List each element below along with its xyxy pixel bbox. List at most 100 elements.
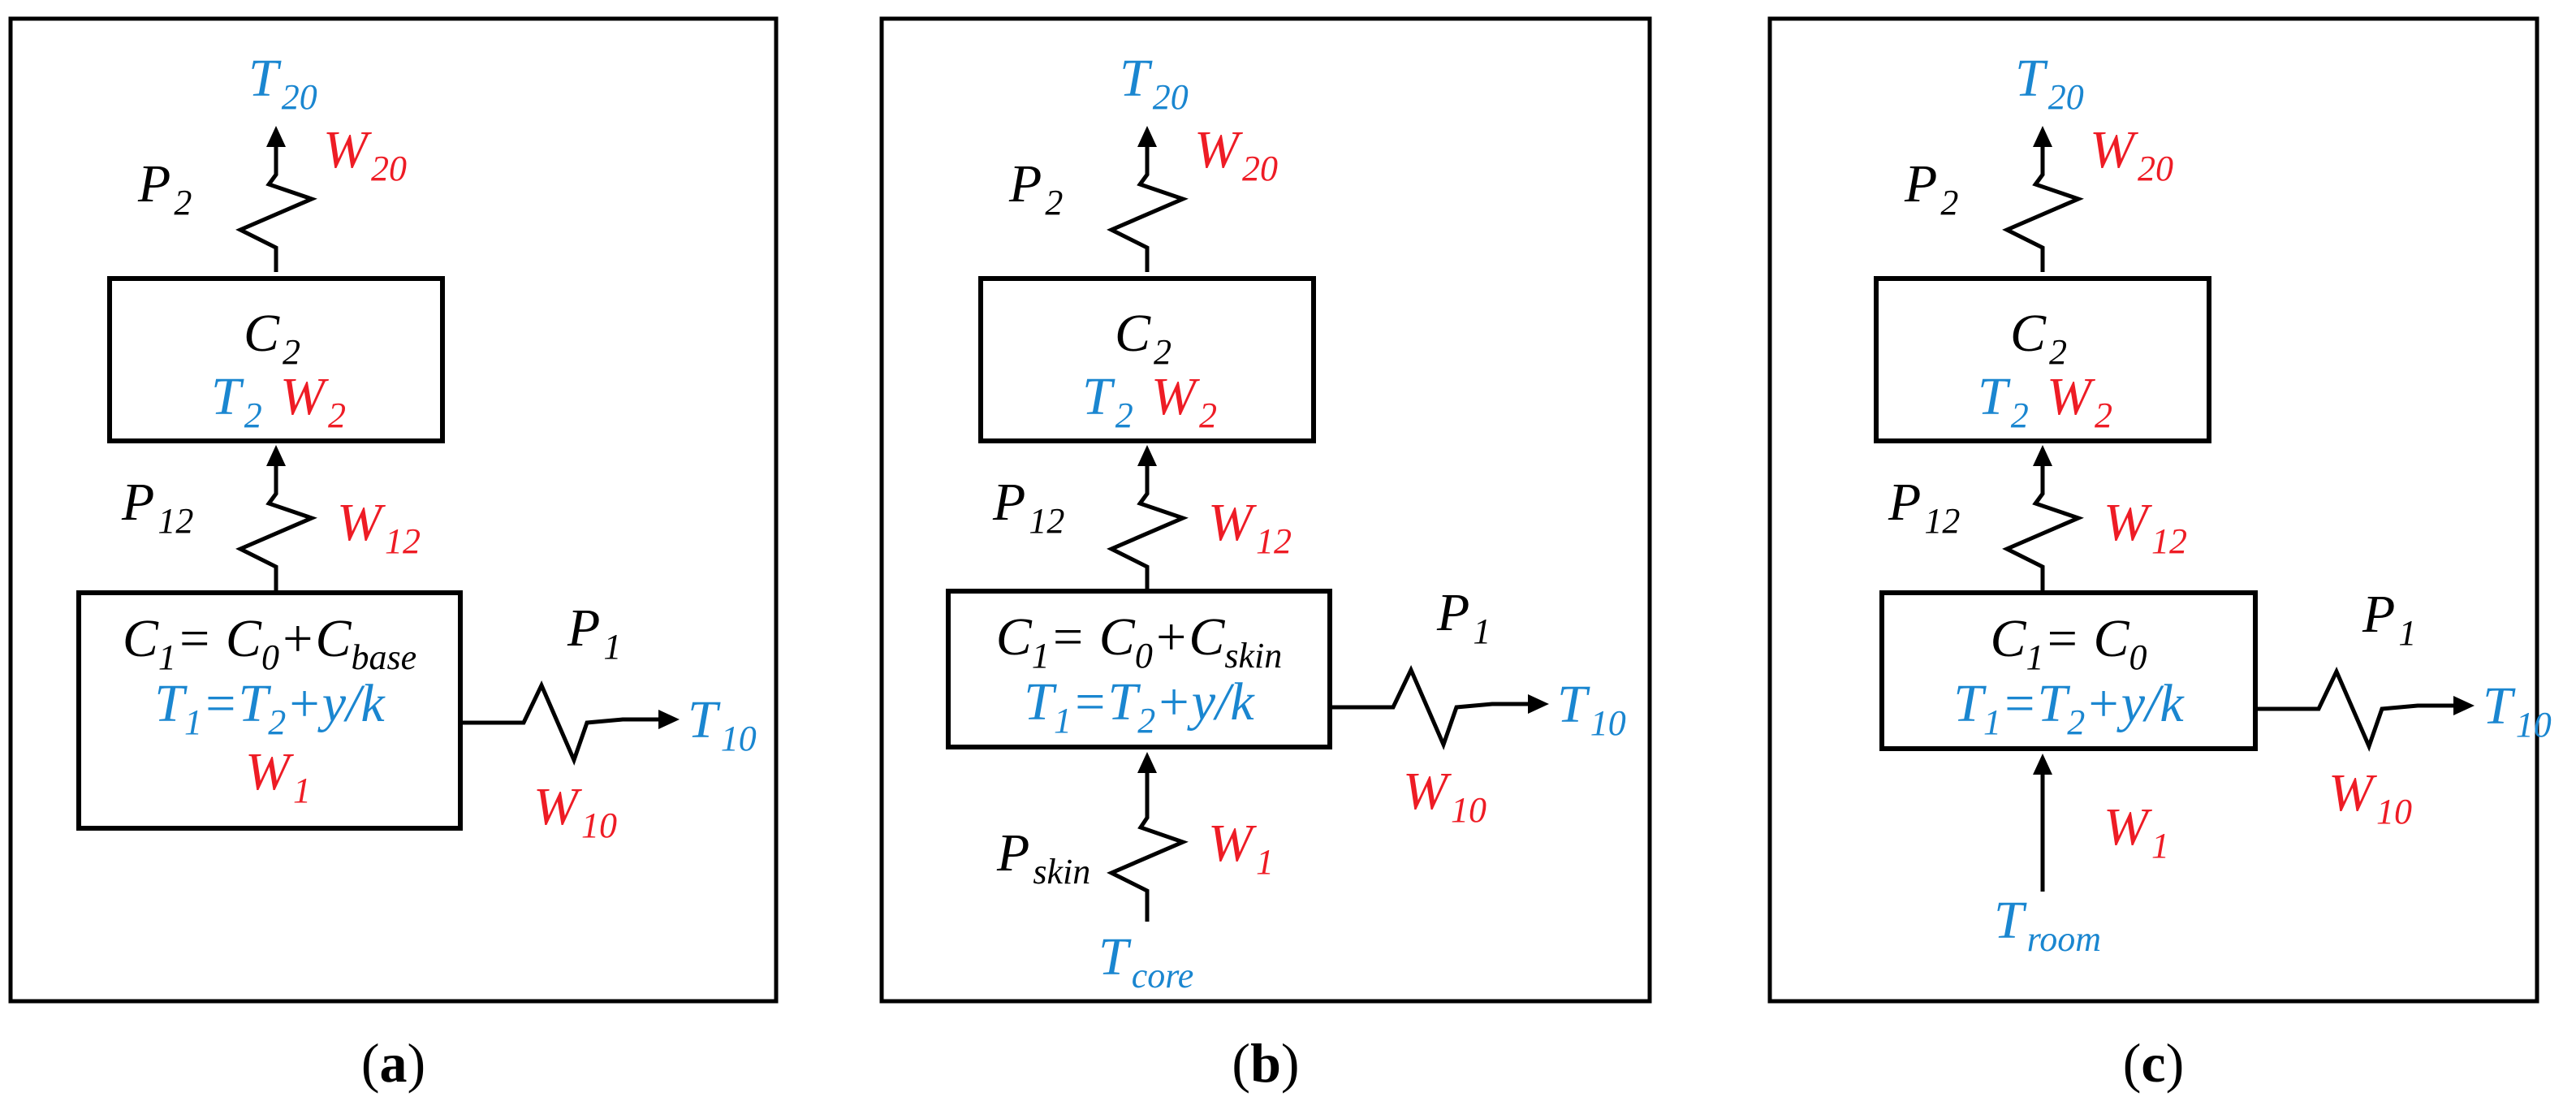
top-power-label-sub: 20	[2138, 149, 2173, 188]
equals: =	[176, 609, 226, 668]
lower-node-box	[946, 589, 1332, 749]
bottom-power-label: W1	[2104, 797, 2169, 866]
side-power-label-sub: 10	[581, 806, 617, 845]
c1-symbol: C	[1990, 609, 2026, 668]
upper-power-label-main: W	[2047, 367, 2095, 426]
lower-temperature-equation: T1=T2+y/k	[1024, 672, 1255, 741]
top-temperature-label-sub: 20	[2048, 77, 2084, 117]
cx-sub: base	[352, 637, 417, 677]
cx-symbol: C	[1189, 607, 1225, 667]
caption-open-paren: (	[1232, 1032, 1250, 1094]
caption-letter: c	[2141, 1032, 2165, 1094]
side-temperature-label: T10	[688, 690, 757, 758]
side-temperature-label-sub: 10	[2516, 705, 2552, 745]
side-temperature-label-main: T	[688, 690, 721, 749]
side-temperature-label-sub: 10	[721, 719, 757, 758]
upper-power-label-main: W	[280, 367, 329, 426]
upper-temperature-label-main: T	[1978, 367, 2011, 426]
upper-temperature-label-sub: 2	[244, 395, 262, 435]
upper-power-label-sub: 2	[1199, 395, 1217, 435]
t1-sub: 1	[184, 702, 202, 742]
c0-symbol: C	[226, 609, 262, 668]
top-power-label: W20	[2090, 120, 2173, 188]
lower-capacity-equation: C1= C0+Cskin	[996, 607, 1283, 676]
c0-symbol: C	[2094, 609, 2130, 668]
bottom-temperature-label-sub: room	[2027, 919, 2101, 959]
bottom-power-label: W1	[1208, 814, 1274, 882]
upper-temperature-label-main: T	[211, 367, 244, 426]
lower-node-box	[76, 590, 463, 831]
link-resistance-label-main: P	[1888, 473, 1921, 532]
link-power-label-main: W	[2104, 493, 2152, 552]
rest: +y/k	[1155, 672, 1255, 732]
c0-sub: 0	[261, 637, 279, 677]
side-power-label: W10	[2328, 763, 2412, 831]
side-temperature-label-main: T	[2483, 676, 2516, 736]
t2-sub: 2	[268, 702, 286, 742]
equals: =	[1072, 672, 1108, 732]
top-temperature-label: T20	[1120, 49, 1189, 117]
upper-capacity-label-main: C	[1115, 304, 1151, 363]
bottom-temperature-label-main: T	[1098, 927, 1132, 987]
upper-temperature-label-sub: 2	[1115, 395, 1133, 435]
upper-capacity-label-sub: 2	[2049, 332, 2067, 372]
link-power-label-main: W	[1208, 493, 1257, 552]
side-resistor-arrow	[1528, 694, 1549, 714]
side-resistance-label: P1	[1436, 583, 1491, 651]
bottom-power-label-main: W	[2104, 797, 2152, 857]
t2-sub: 2	[2067, 702, 2085, 742]
panel-frame	[1767, 16, 2539, 1004]
panel-caption: (a)	[361, 1032, 425, 1094]
upper-power-label-main: W	[1151, 367, 1200, 426]
top-power-label-main: W	[2090, 120, 2138, 179]
bottom-power-label-sub: 1	[2151, 826, 2169, 866]
link-power-label-sub: 12	[385, 521, 421, 561]
link-resistor	[1107, 466, 1189, 591]
upper-power-label-sub: 2	[2095, 395, 2112, 435]
bottom-resistance-label-sub: skin	[1033, 852, 1090, 892]
upper-capacity-label-main: C	[2010, 304, 2047, 363]
lower-power-label-main: W	[245, 742, 294, 801]
lower-capacity-equation: C1= C0+Cbase	[123, 609, 416, 677]
top-power-label-sub: 20	[1242, 149, 1278, 188]
top-temperature-label-main: T	[2015, 49, 2048, 108]
upper-temperature-label-sub: 2	[2011, 395, 2029, 435]
top-resistance-label: P2	[1008, 154, 1063, 222]
bottom-power-label-main: W	[1208, 814, 1257, 873]
equals: =	[1050, 607, 1099, 667]
upper-capacity-label: C2	[1115, 304, 1171, 372]
t2-symbol: T	[1108, 672, 1141, 732]
c1-sub: 1	[158, 637, 176, 677]
side-temperature-label-main: T	[1557, 675, 1590, 734]
link-resistance-label-sub: 12	[1924, 501, 1960, 541]
bottom-power-label-sub: 1	[1256, 842, 1274, 882]
bottom-flow-arrow	[2033, 754, 2052, 775]
panel-frame	[879, 16, 1652, 1004]
t1-sub: 1	[1983, 702, 2001, 742]
side-power-label-sub: 10	[1451, 790, 1486, 830]
t2-symbol: T	[239, 674, 272, 733]
panel-caption: (b)	[1232, 1032, 1299, 1094]
link-power-label: W12	[1208, 493, 1292, 561]
top-resistance-label-main: P	[1904, 154, 1937, 214]
side-resistance-label-main: P	[2362, 585, 2395, 644]
link-resistor	[2002, 466, 2084, 591]
upper-capacity-label: C2	[2010, 304, 2067, 372]
upper-temperature-label: T2	[211, 367, 262, 435]
top-resistance-label-main: P	[137, 154, 170, 214]
side-power-label-main: W	[1403, 762, 1452, 821]
side-resistance-label-main: P	[1436, 583, 1469, 642]
top-resistance-label-main: P	[1008, 154, 1042, 214]
lower-temperature-equation: T1=T2+y/k	[154, 674, 386, 742]
link-resistance-label-sub: 12	[1029, 501, 1064, 541]
lower-power-label-sub: 1	[293, 771, 311, 810]
top-power-label: W20	[1194, 120, 1278, 188]
top-resistance-label-sub: 2	[1045, 183, 1063, 222]
plus: +	[1153, 607, 1189, 667]
side-temperature-label: T10	[2483, 676, 2552, 745]
link-resistance-label: P12	[992, 473, 1064, 541]
link-resistor-arrow	[1137, 445, 1157, 466]
top-resistance-label: P2	[137, 154, 192, 222]
